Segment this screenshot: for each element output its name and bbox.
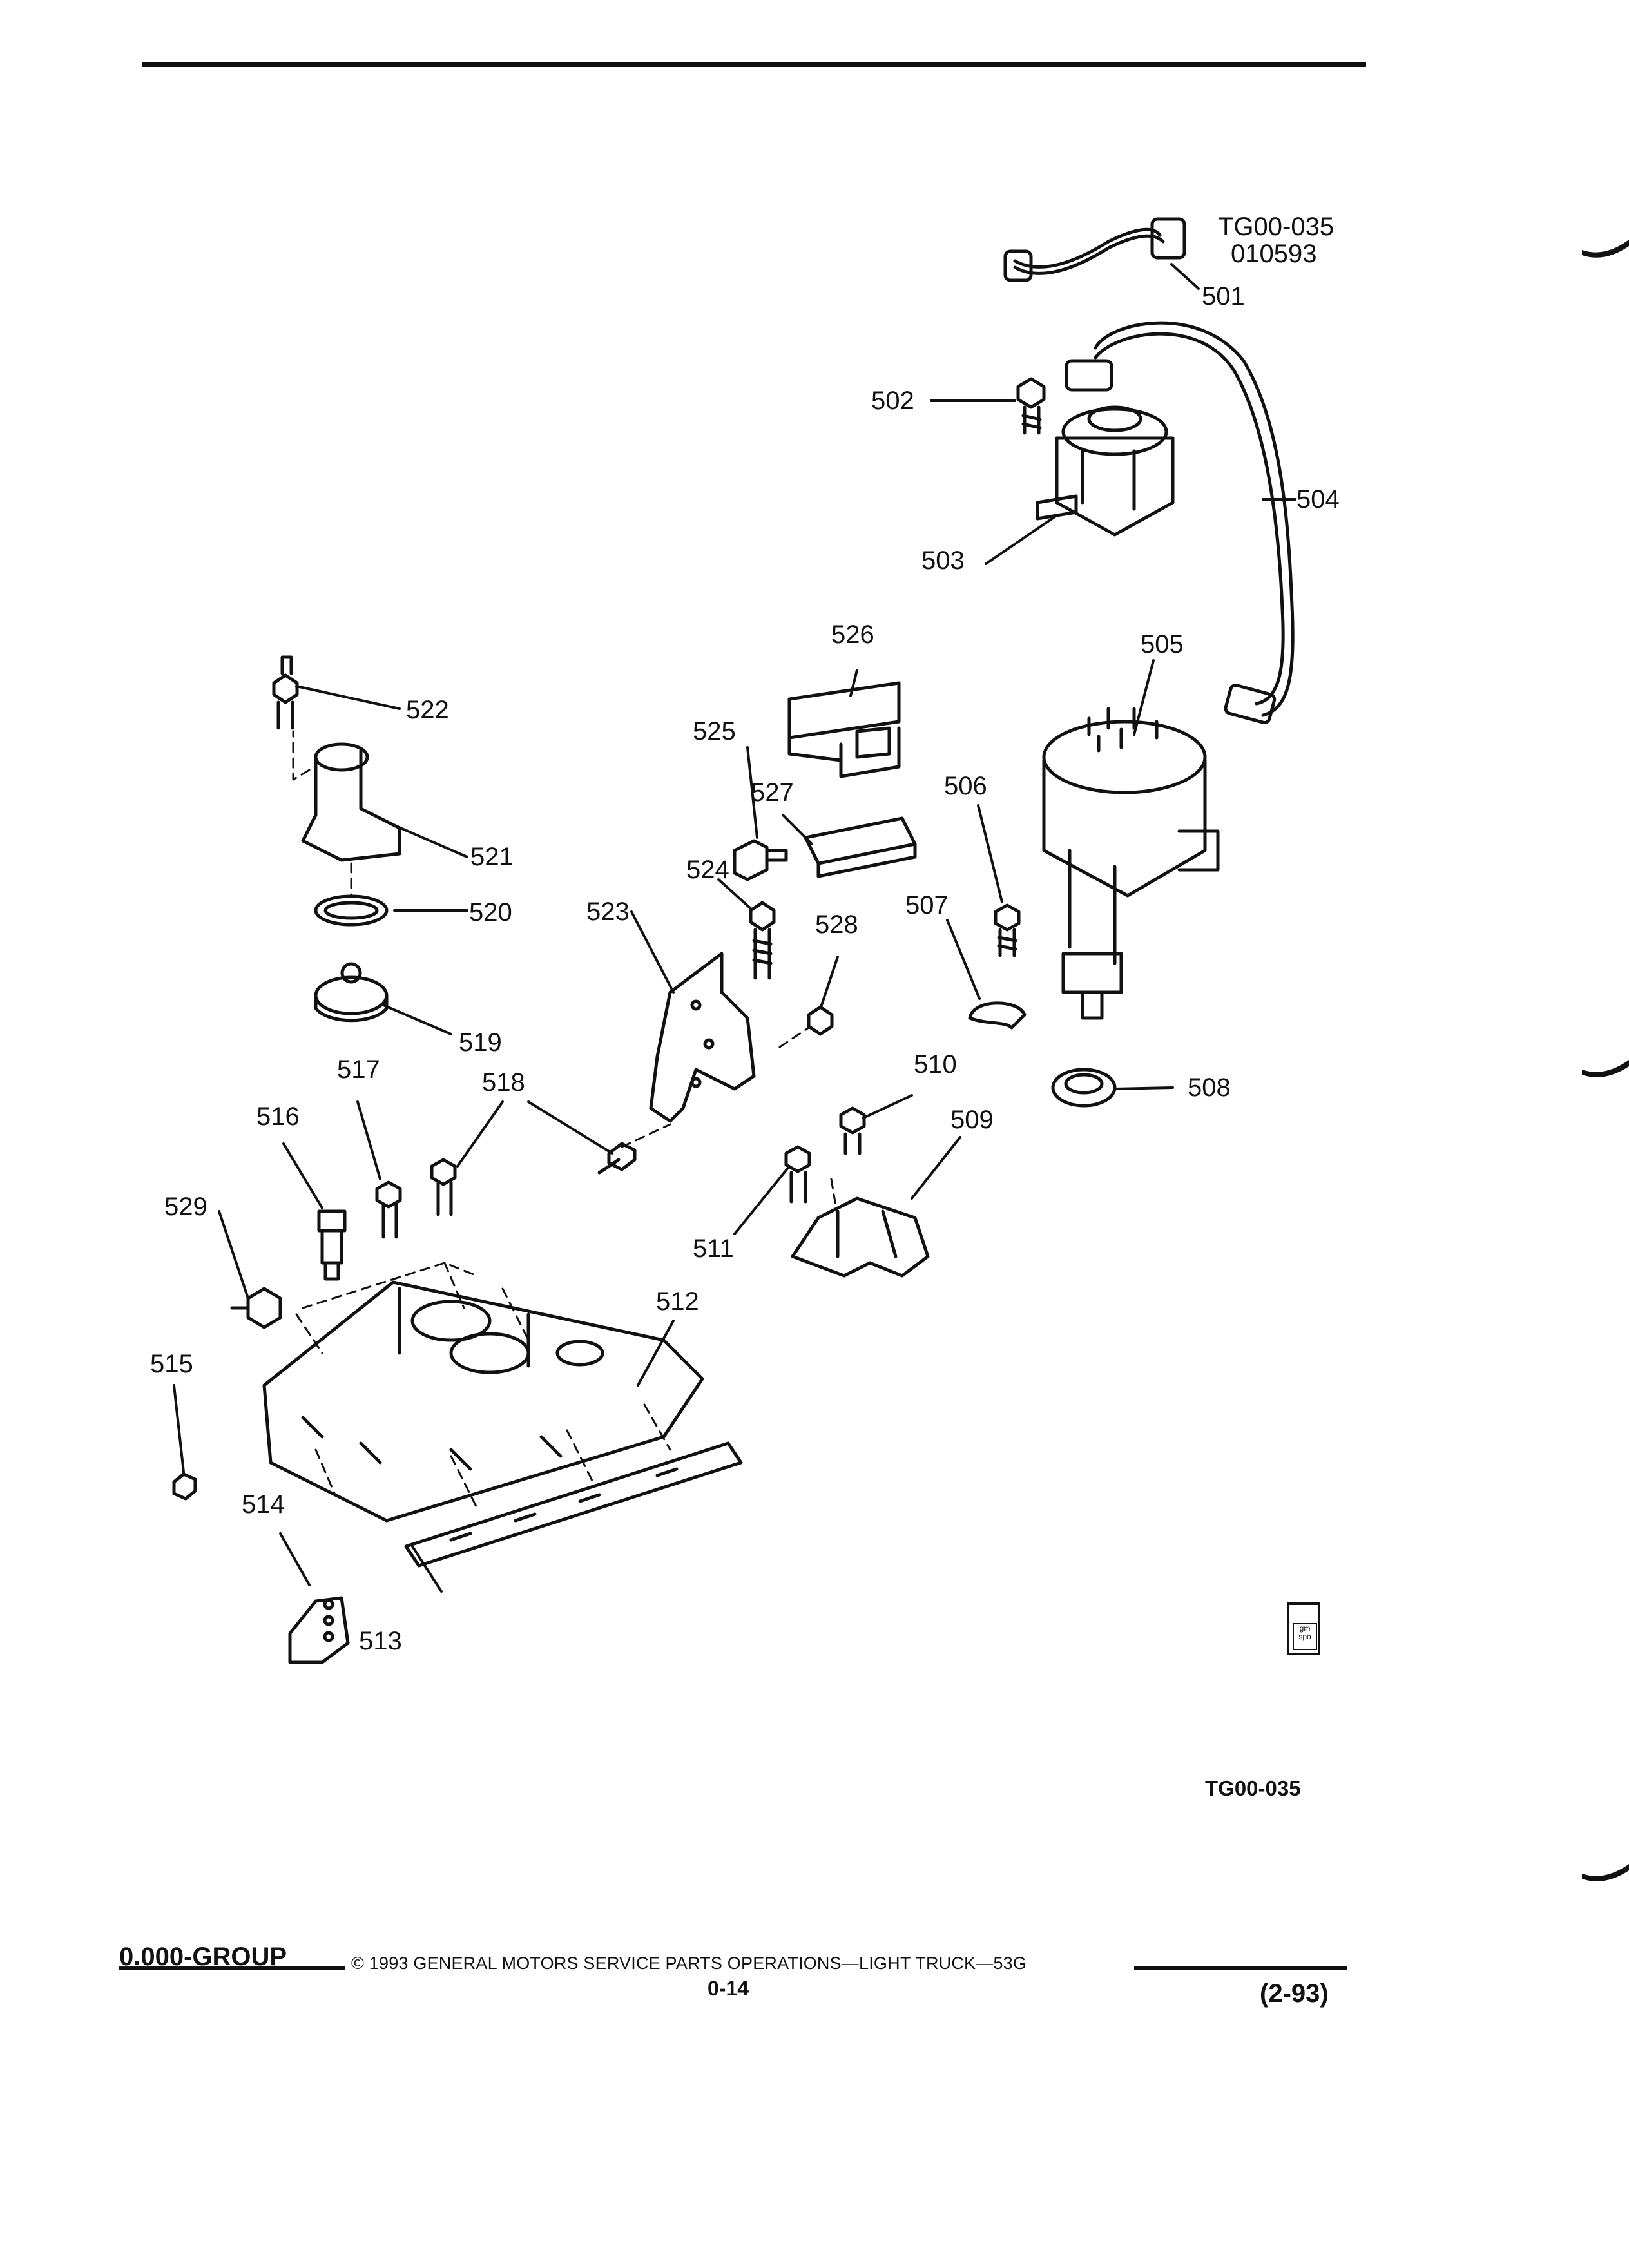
callout-528: 528 — [815, 910, 858, 939]
callout-514: 514 — [242, 1490, 285, 1519]
callout-520: 520 — [469, 898, 512, 927]
callout-512: 512 — [656, 1287, 699, 1316]
header-rule — [142, 62, 1366, 67]
footer-revision: (2-93) — [1260, 1979, 1329, 2008]
callout-523: 523 — [586, 898, 630, 926]
part-519-thermostat — [314, 962, 389, 1023]
callout-515: 515 — [150, 1350, 193, 1378]
footer-page-number: 0-14 — [708, 1977, 749, 2000]
callout-507: 507 — [905, 891, 949, 919]
part-520-seal — [314, 894, 389, 927]
callout-519: 519 — [459, 1028, 502, 1057]
page-edge-marks — [1582, 240, 1629, 1881]
part-514-bracket — [288, 1596, 350, 1664]
assembly-dashes — [292, 730, 839, 1509]
part-507-clamp — [968, 1001, 1027, 1030]
part-508-gasket — [1051, 1068, 1117, 1108]
reference-code-bottom: TG00-035 — [1205, 1776, 1301, 1800]
callout-521: 521 — [470, 843, 514, 871]
part-506-bolt — [994, 903, 1021, 957]
part-518-stud — [430, 1142, 637, 1216]
callout-517: 517 — [337, 1055, 380, 1084]
part-505-distributor — [1042, 707, 1220, 1020]
gm-spo-logo: gm spo — [1287, 1602, 1320, 1655]
footer-group: 0.000-GROUP — [119, 1943, 287, 1971]
callout-501: 501 — [1202, 282, 1245, 311]
part-527-bracket — [804, 816, 917, 878]
callout-518: 518 — [482, 1068, 525, 1097]
part-528-nut — [807, 1005, 834, 1036]
leader-lines — [173, 263, 1296, 1593]
callout-511: 511 — [693, 1235, 734, 1263]
part-502-bolt — [1016, 377, 1046, 435]
callout-506: 506 — [944, 772, 987, 800]
reference-code: TG00-035 — [1218, 213, 1335, 241]
part-521-outlet — [301, 742, 401, 862]
part-512-manifold — [262, 1280, 704, 1523]
callout-508: 508 — [1188, 1073, 1231, 1102]
callout-516: 516 — [256, 1102, 300, 1131]
part-513-gasket — [404, 1441, 743, 1568]
callout-509: 509 — [950, 1106, 994, 1134]
part-504-wire — [1065, 321, 1295, 724]
footer-rule-left — [119, 1966, 345, 1970]
callout-529: 529 — [164, 1193, 207, 1221]
part-516-fitting — [317, 1209, 347, 1281]
part-523-bracket — [649, 952, 756, 1123]
part-517-stud — [375, 1180, 402, 1239]
part-501-harness — [1003, 217, 1186, 282]
part-524-bolt — [749, 901, 776, 980]
callout-504: 504 — [1296, 485, 1340, 514]
callout-502: 502 — [871, 387, 914, 415]
callout-503: 503 — [921, 546, 965, 575]
part-510-stud — [839, 1106, 866, 1155]
part-503-coil — [1036, 405, 1175, 537]
part-511-bolt — [784, 1145, 811, 1204]
callout-527: 527 — [751, 778, 794, 807]
callout-505: 505 — [1141, 630, 1184, 658]
part-522-sensor — [272, 655, 299, 730]
callout-526: 526 — [831, 620, 874, 649]
part-526-module — [787, 681, 901, 778]
footer-copyright: © 1993 GENERAL MOTORS SERVICE PARTS OPER… — [351, 1954, 1027, 1973]
gm-spo-logo-text: gm spo — [1293, 1623, 1317, 1650]
callout-513: 513 — [359, 1627, 402, 1655]
part-525-sensor — [733, 839, 788, 881]
reference-date: 010593 — [1231, 240, 1317, 268]
part-529-fitting — [230, 1287, 282, 1329]
callout-522: 522 — [406, 696, 449, 724]
callout-510: 510 — [914, 1050, 957, 1079]
callout-524: 524 — [686, 856, 729, 884]
callout-525: 525 — [693, 717, 736, 745]
part-509-bracket — [791, 1196, 930, 1278]
part-515-nut — [172, 1472, 197, 1501]
footer-rule-right — [1134, 1966, 1347, 1970]
